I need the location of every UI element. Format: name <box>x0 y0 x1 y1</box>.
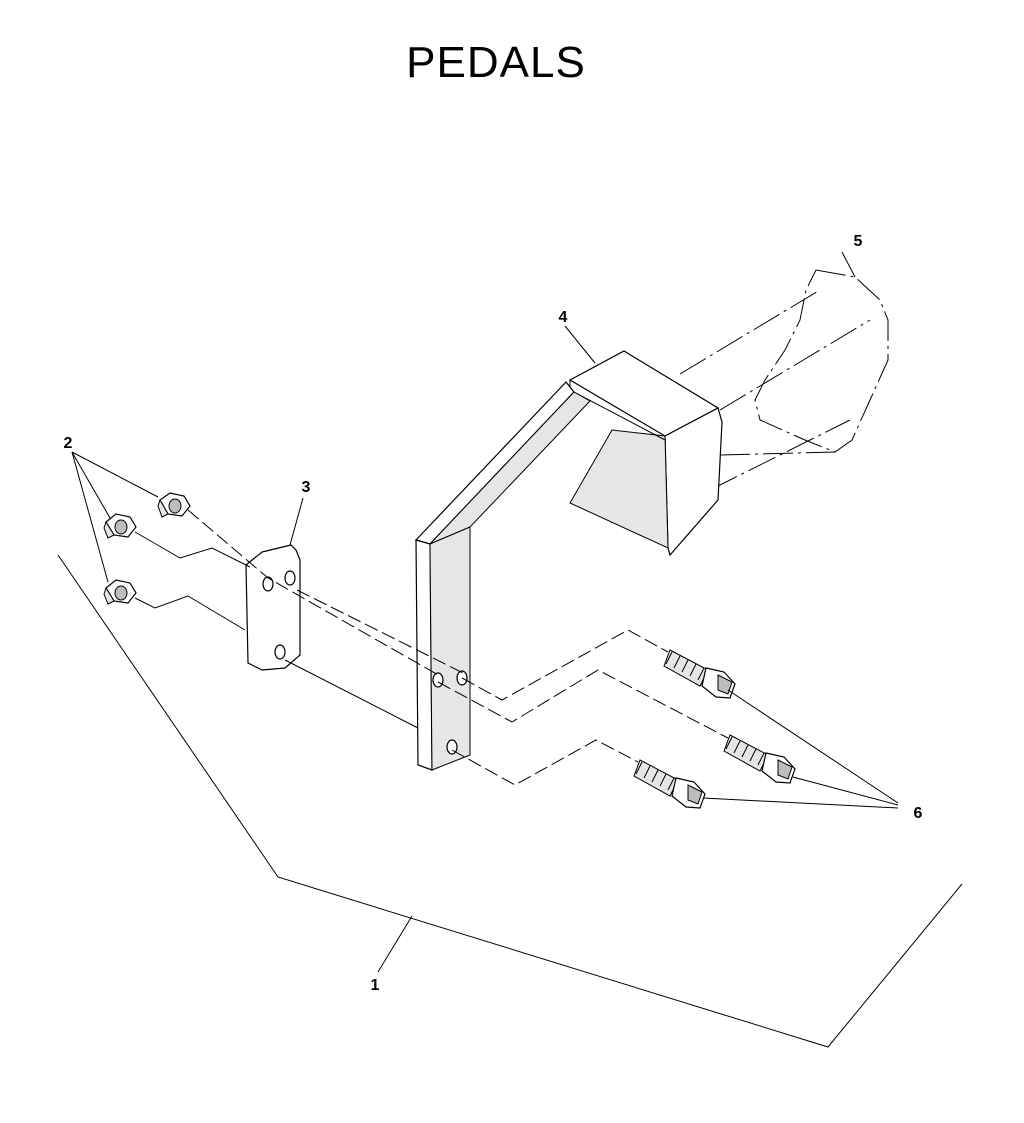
callout-4: 4 <box>559 309 568 326</box>
callout-2: 2 <box>64 435 73 452</box>
callout-3: 3 <box>302 479 311 496</box>
nut-middle <box>103 513 137 539</box>
bolt-bottom <box>633 759 706 809</box>
assembly-outline-1 <box>57 554 963 1048</box>
callout-1: 1 <box>371 977 380 994</box>
nut-top <box>157 492 191 518</box>
pedal-pad-5 <box>679 251 889 491</box>
pedal-arm-4 <box>414 325 723 771</box>
hex-bolts-6 <box>437 629 899 809</box>
callout-6: 6 <box>914 805 923 822</box>
nut-bottom <box>103 579 137 605</box>
backing-plate-3 <box>245 497 304 671</box>
page-title: PEDALS <box>406 38 586 87</box>
bolt-top <box>663 649 736 699</box>
bolt-middle <box>723 734 796 784</box>
callout-5: 5 <box>854 233 863 250</box>
lock-nuts-2 <box>71 451 466 729</box>
